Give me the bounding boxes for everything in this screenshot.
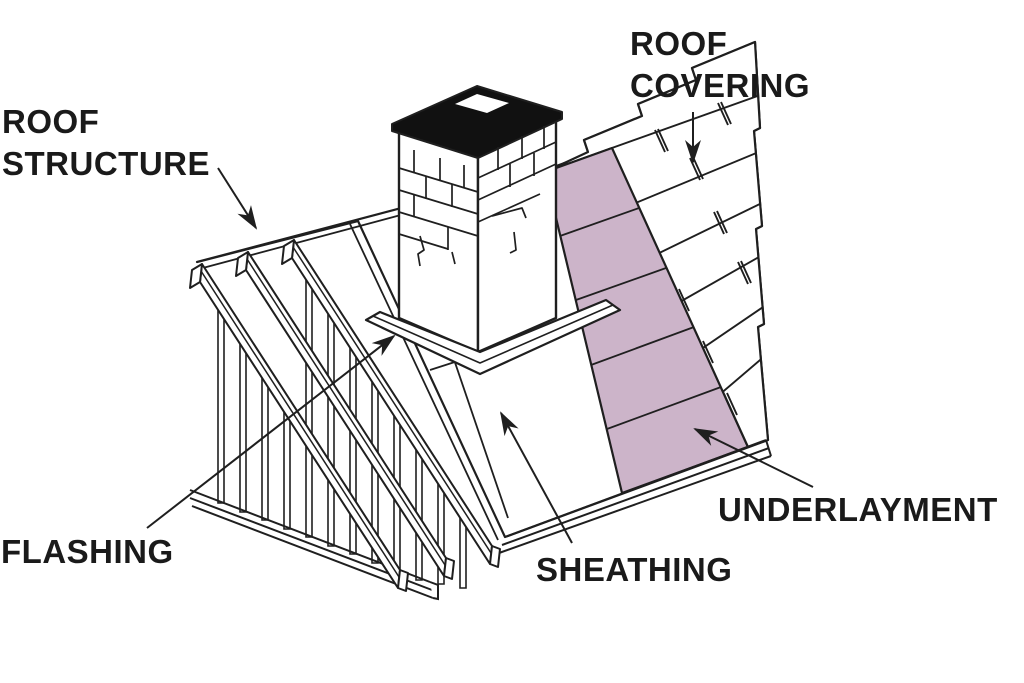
label-roof-covering: ROOF COVERING — [630, 25, 811, 104]
underlayment-arrow — [693, 429, 813, 487]
roof-structure-arrow — [218, 168, 258, 230]
label-sheathing: SHEATHING — [536, 551, 733, 588]
leader-arrows — [147, 112, 813, 543]
flashing-collar — [366, 300, 620, 374]
label-underlayment: UNDERLAYMENT — [718, 491, 998, 528]
label-flashing: FLASHING — [1, 533, 174, 570]
flashing-arrow — [147, 334, 396, 528]
roof-structure-framing — [190, 240, 500, 599]
sheathing-arrow — [500, 411, 572, 543]
rafters — [190, 240, 500, 591]
eave-drip-edge — [499, 440, 771, 553]
label-roof-structure: ROOF STRUCTURE — [2, 103, 210, 182]
chimney — [392, 86, 562, 352]
